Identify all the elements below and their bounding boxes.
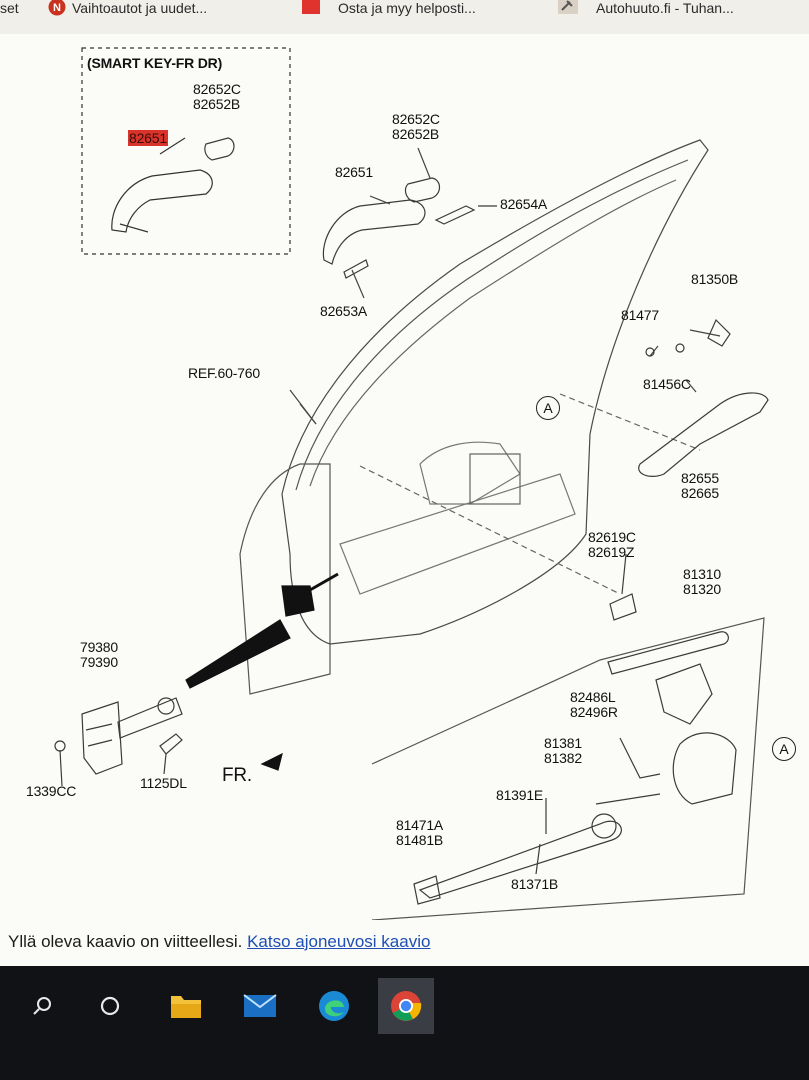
part-81350b (707, 318, 731, 347)
cable-81391e (418, 820, 622, 899)
cover-82619 (609, 593, 637, 621)
label-82653a: 82653A (320, 303, 368, 319)
label-79390: 79390 (80, 654, 118, 670)
inside-handle (638, 392, 769, 477)
label-81382: 81382 (544, 750, 582, 766)
outside-handle (322, 199, 426, 265)
label-82652b: 82652B (392, 126, 440, 142)
bolt-1339cc (54, 740, 66, 752)
smart-key-title: (SMART KEY-FR DR) (87, 55, 223, 71)
red-square-icon (302, 0, 320, 14)
bookmarks-bar: set N Vaihtoautot ja uudet... Osta ja my… (0, 0, 809, 35)
label-82619c: 82619C (588, 529, 636, 545)
bookmark-set[interactable]: set (0, 0, 19, 16)
label-sk-82652b: 82652B (193, 96, 241, 112)
door-shell (281, 139, 709, 645)
bookmark-vaihtoautot[interactable]: N Vaihtoautot ja uudet... (48, 0, 207, 34)
edge-icon[interactable] (306, 978, 362, 1034)
label-81350b: 81350B (691, 271, 739, 287)
diagram-caption: Yllä oleva kaavio on viitteellesi. Katso… (0, 920, 809, 966)
handle-cap (404, 177, 441, 203)
rod-81381 (619, 737, 661, 779)
lock-assembly-box (371, 617, 765, 920)
label-81477: 81477 (621, 307, 659, 323)
caption-text: Yllä oleva kaavio on viitteellesi. (8, 932, 243, 951)
windows-taskbar (0, 966, 809, 1080)
bookmark-autohuuto[interactable]: Autohuuto.fi - Tuhan... (558, 0, 734, 34)
label-81471a: 81471A (396, 817, 444, 833)
label-82652c: 82652C (392, 111, 440, 127)
label-81481b: 81481B (396, 832, 444, 848)
mail-icon[interactable] (232, 978, 288, 1034)
door-check-strap (185, 619, 291, 689)
hinge (81, 701, 123, 775)
chrome-icon[interactable] (378, 978, 434, 1034)
fr-arrow (260, 752, 283, 771)
door-parts-drawing (54, 47, 769, 920)
label-1125dl: 1125DL (140, 775, 187, 791)
sk-cap (204, 137, 235, 161)
task-view-icon[interactable] (82, 978, 138, 1034)
label-82651: 82651 (335, 164, 373, 180)
label-82665: 82665 (681, 485, 719, 501)
label-sk-82652c: 82652C (193, 81, 241, 97)
label-sk-82651-highlighted: 82651 (128, 130, 168, 146)
label-81391e: 81391E (496, 787, 544, 803)
door-edge (239, 463, 331, 695)
svg-text:N: N (53, 2, 61, 14)
search-icon[interactable] (14, 978, 70, 1034)
label-82654a: 82654A (500, 196, 548, 212)
label-81320: 81320 (683, 581, 721, 597)
vehicle-diagram-link[interactable]: Katso ajoneuvosi kaavio (247, 932, 431, 951)
label-fr: FR. (222, 765, 253, 786)
label-81456c: 81456C (643, 376, 691, 392)
label-81310: 81310 (683, 566, 721, 582)
callout-a-top: A (536, 396, 560, 420)
label-82496r: 82496R (570, 704, 618, 720)
door-latch (672, 732, 737, 805)
rod-81310 (607, 631, 729, 675)
n-badge-icon: N (48, 0, 66, 16)
label-81381: 81381 (544, 735, 582, 751)
smart-key-box (81, 47, 291, 255)
part-81471a (413, 875, 441, 905)
bolt-1125dl (159, 733, 183, 755)
label-82619z: 82619Z (588, 544, 635, 560)
sk-handle (111, 169, 213, 233)
label-81371b: 81371B (511, 876, 559, 892)
label-ref-60-760: REF.60-760 (188, 365, 260, 381)
handle-pad (343, 259, 369, 279)
label-1339cc: 1339CC (26, 783, 77, 799)
parts-diagram: (SMART KEY-FR DR) 82652C 82652B 82651 82… (0, 34, 809, 920)
label-79380: 79380 (80, 639, 118, 655)
bracket-82486l (655, 663, 713, 725)
bookmark-osta-ja-myy[interactable]: Osta ja myy helposti... (302, 0, 476, 34)
handle-gasket (434, 205, 476, 225)
gavel-icon (558, 0, 578, 14)
file-explorer-icon[interactable] (158, 978, 214, 1034)
callout-a-bottom: A (772, 737, 796, 761)
label-82655: 82655 (681, 470, 719, 486)
label-82486l: 82486L (570, 689, 616, 705)
